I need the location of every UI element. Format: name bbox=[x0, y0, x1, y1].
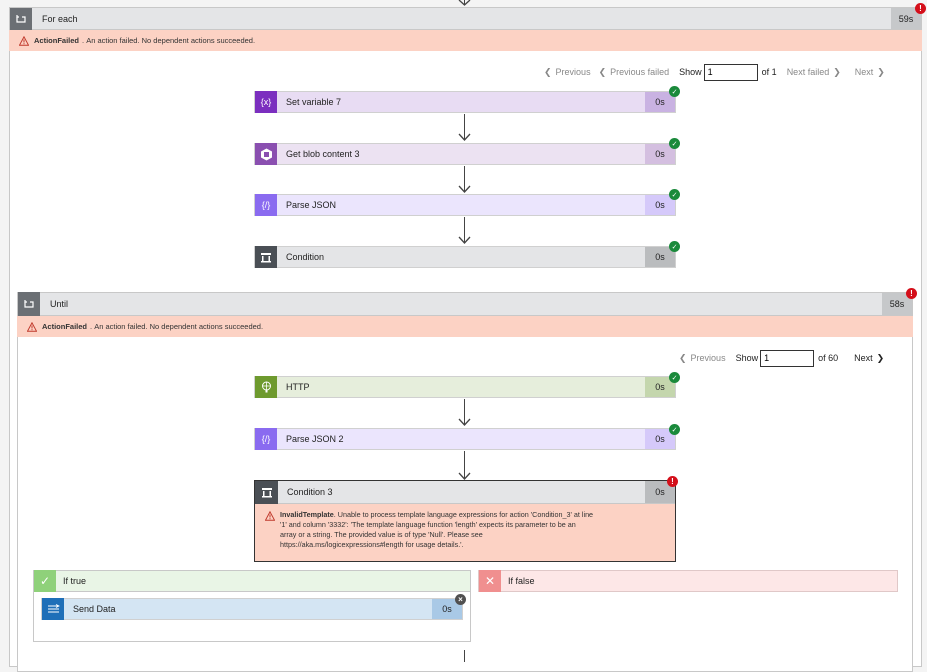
step-set-variable-7[interactable]: {x} Set variable 7 0s bbox=[254, 91, 676, 113]
error-badge-icon: ! bbox=[667, 476, 678, 487]
step-condition-3[interactable]: Condition 3 0s InvalidTemplate. Unable t… bbox=[254, 480, 676, 562]
previous-link[interactable]: ❮ Previous bbox=[679, 352, 726, 364]
step-get-blob-content-3[interactable]: Get blob content 3 0s bbox=[254, 143, 676, 165]
warning-icon bbox=[265, 511, 275, 521]
if-true-header[interactable]: ✓ If true bbox=[33, 570, 471, 592]
step-http[interactable]: HTTP 0s bbox=[254, 376, 676, 398]
condition-icon bbox=[255, 246, 277, 268]
chevron-right-icon: ❯ bbox=[876, 352, 885, 363]
step-parse-json-2[interactable]: {/} Parse JSON 2 0s bbox=[254, 428, 676, 450]
connector-line bbox=[464, 0, 465, 4]
connector-line bbox=[464, 217, 465, 243]
http-globe-icon bbox=[255, 376, 277, 398]
previous-link[interactable]: ❮ Previous bbox=[544, 66, 591, 78]
error-badge-icon: ! bbox=[906, 288, 917, 299]
check-icon: ✓ bbox=[34, 570, 56, 592]
until-loop-icon bbox=[18, 292, 40, 316]
success-check-icon: ✓ bbox=[669, 138, 680, 149]
foreach-loop-icon bbox=[10, 7, 32, 30]
if-false-header[interactable]: ✕ If false bbox=[478, 570, 898, 592]
until-header[interactable]: Until 58s bbox=[17, 292, 913, 316]
connector-line bbox=[464, 451, 465, 479]
success-check-icon: ✓ bbox=[669, 241, 680, 252]
foreach-error-code: ActionFailed bbox=[34, 36, 80, 45]
next-link[interactable]: Next ❯ bbox=[854, 66, 885, 78]
page-of-label: of 1 bbox=[761, 67, 777, 77]
arrow-down-icon bbox=[458, 0, 471, 6]
foreach-title: For each bbox=[42, 13, 78, 24]
arrow-down-icon bbox=[458, 185, 471, 193]
foreach-duration: 59s bbox=[891, 8, 921, 29]
success-check-icon: ✓ bbox=[669, 189, 680, 200]
if-true-label: If true bbox=[63, 576, 87, 586]
previous-failed-link[interactable]: ❮ Previous failed bbox=[598, 66, 670, 78]
step-duration: 0s bbox=[645, 195, 675, 215]
arrow-down-icon bbox=[458, 418, 471, 426]
page-number-input[interactable] bbox=[703, 63, 758, 81]
send-data-icon bbox=[42, 598, 64, 620]
if-false-label: If false bbox=[508, 576, 535, 586]
success-check-icon: ✓ bbox=[669, 372, 680, 383]
condition-3-error-code: InvalidTemplate bbox=[280, 510, 334, 519]
foreach-header[interactable]: For each 59s bbox=[9, 7, 922, 30]
step-duration: 0s bbox=[645, 377, 675, 397]
page-number-input[interactable] bbox=[760, 349, 815, 367]
step-parse-json[interactable]: {/} Parse JSON 0s bbox=[254, 194, 676, 216]
connector-line bbox=[464, 114, 465, 140]
blob-storage-icon bbox=[255, 143, 277, 165]
until-duration: 58s bbox=[882, 293, 912, 315]
chevron-left-icon: ❮ bbox=[679, 352, 687, 363]
next-failed-link[interactable]: Next failed ❯ bbox=[786, 66, 841, 78]
success-check-icon: ✓ bbox=[669, 424, 680, 435]
foreach-error-bar: ActionFailed. An action failed. No depen… bbox=[9, 30, 922, 51]
chevron-right-icon: ❯ bbox=[877, 66, 885, 77]
connector-line bbox=[464, 399, 465, 425]
foreach-pager: ❮ Previous ❮ Previous failed Show of 1 N… bbox=[544, 63, 885, 81]
page-of-label: of 60 bbox=[818, 353, 839, 363]
next-link[interactable]: Next ❯ bbox=[854, 352, 885, 364]
chevron-left-icon: ❮ bbox=[544, 66, 552, 77]
step-duration: 0s bbox=[645, 429, 675, 449]
parse-json-icon: {/} bbox=[255, 428, 277, 450]
step-duration: 0s bbox=[645, 481, 675, 503]
condition-3-error-message: InvalidTemplate. Unable to process templ… bbox=[255, 504, 675, 550]
success-check-icon: ✓ bbox=[669, 86, 680, 97]
error-badge-icon: ! bbox=[915, 3, 926, 14]
warning-icon bbox=[27, 321, 37, 332]
chevron-right-icon: ❯ bbox=[833, 66, 841, 77]
until-pager: ❮ Previous Show of 60 Next ❯ bbox=[679, 349, 884, 367]
step-duration: 0s bbox=[432, 599, 462, 619]
until-error-text: An action failed. No dependent actions s… bbox=[94, 322, 264, 331]
warning-icon bbox=[19, 35, 29, 46]
step-send-data[interactable]: Send Data 0s bbox=[41, 598, 463, 620]
step-condition[interactable]: Condition 0s bbox=[254, 246, 676, 268]
connector-line bbox=[464, 650, 465, 662]
until-error-bar: ActionFailed. An action failed. No depen… bbox=[17, 316, 913, 337]
show-label: Show bbox=[735, 353, 759, 363]
condition-3-title: Condition 3 bbox=[287, 487, 333, 497]
condition-icon bbox=[255, 480, 278, 504]
step-duration: 0s bbox=[645, 144, 675, 164]
arrow-down-icon bbox=[458, 236, 471, 244]
foreach-error-text: An action failed. No dependent actions s… bbox=[86, 36, 256, 45]
chevron-left-icon: ❮ bbox=[598, 66, 607, 77]
close-x-icon: ✕ bbox=[479, 570, 501, 592]
skipped-x-icon: × bbox=[455, 594, 466, 605]
step-duration: 0s bbox=[645, 92, 675, 112]
until-error-code: ActionFailed bbox=[42, 322, 88, 331]
step-duration: 0s bbox=[645, 247, 675, 267]
until-title: Until bbox=[50, 299, 69, 309]
arrow-down-icon bbox=[458, 133, 471, 141]
parse-json-icon: {/} bbox=[255, 194, 277, 216]
variable-icon: {x} bbox=[255, 91, 277, 113]
connector-line bbox=[464, 166, 465, 192]
arrow-down-icon bbox=[458, 472, 471, 480]
show-label: Show bbox=[679, 67, 702, 77]
